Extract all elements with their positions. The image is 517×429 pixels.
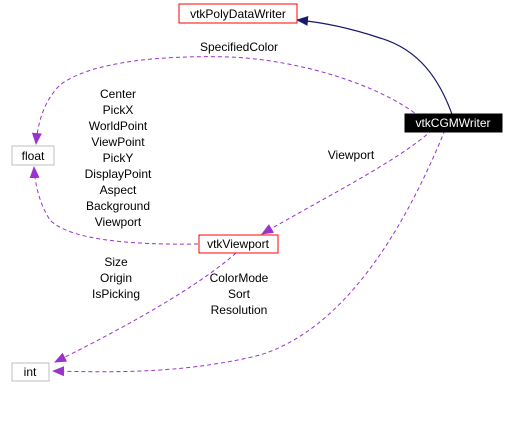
- edge-cgm-to-viewport: [261, 129, 433, 235]
- label-viewport-int-member: Size: [104, 255, 128, 269]
- label-float-member: Viewport: [95, 215, 142, 229]
- node-label-vtkviewport: vtkViewport: [207, 237, 269, 251]
- edges: [29, 15, 454, 377]
- label-float-member: PickY: [103, 151, 134, 165]
- label-cgm-int-member: ColorMode: [210, 271, 269, 285]
- edge-cgm-to-int: [52, 129, 446, 377]
- node-label-vtkcgmwriter: vtkCGMWriter: [415, 116, 490, 130]
- label-specifiedcolor: SpecifiedColor: [200, 40, 278, 54]
- edge-labels: SpecifiedColor Viewport Center PickX Wor…: [85, 40, 375, 317]
- label-float-member: DisplayPoint: [85, 167, 152, 181]
- edge-cgm-to-float-specifiedcolor: [31, 56, 421, 145]
- label-cgm-int-member: Resolution: [211, 303, 268, 317]
- node-label-float: float: [22, 149, 45, 163]
- label-cgm-int-member: Sort: [228, 287, 251, 301]
- node-float[interactable]: float: [11, 145, 55, 166]
- label-float-member: ViewPoint: [91, 135, 145, 149]
- label-float-member: WorldPoint: [89, 119, 148, 133]
- node-vtkpolydatawriter[interactable]: vtkPolyDataWriter: [178, 3, 298, 24]
- label-float-member: PickX: [103, 103, 134, 117]
- node-label-vtkpolydatawriter: vtkPolyDataWriter: [190, 7, 286, 21]
- node-int[interactable]: int: [11, 362, 50, 382]
- label-viewport-int-member: IsPicking: [92, 287, 140, 301]
- edge-viewport-to-float: [29, 166, 199, 245]
- edge-viewport-to-int: [54, 252, 237, 363]
- label-float-member: Center: [100, 87, 136, 101]
- node-vtkviewport[interactable]: vtkViewport: [198, 234, 279, 254]
- node-label-int: int: [24, 365, 37, 379]
- label-viewport-member: Viewport: [328, 148, 375, 162]
- node-vtkcgmwriter[interactable]: vtkCGMWriter: [404, 113, 503, 133]
- edge-cgm-to-polydatawriter: [296, 15, 454, 118]
- label-viewport-int-member: Origin: [100, 271, 132, 285]
- label-float-member: Aspect: [100, 183, 137, 197]
- label-float-member: Background: [86, 199, 150, 213]
